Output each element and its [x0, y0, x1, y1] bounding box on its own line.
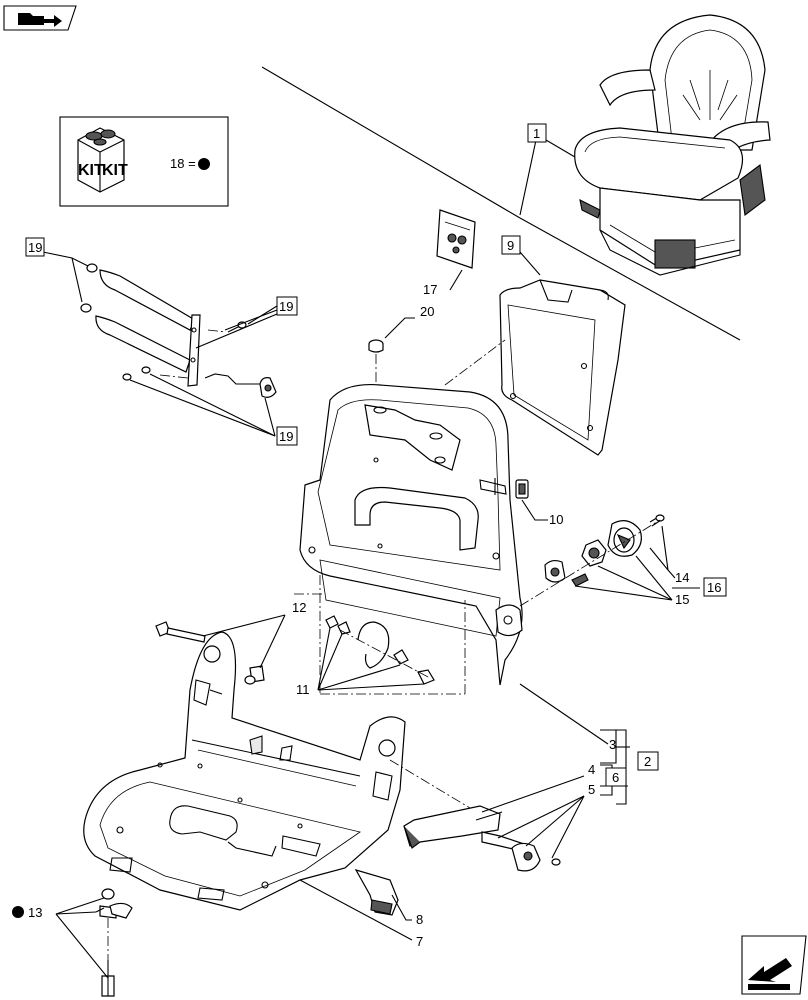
callout-8: 8: [416, 912, 423, 927]
kit-icon: KIT KIT: [77, 127, 128, 193]
callout-20: 20: [420, 304, 434, 319]
bolts-12: [155, 593, 322, 685]
callout-12: 12: [292, 600, 306, 615]
bracket-group: [519, 683, 630, 805]
callout-plain: 17 20 10 14 15 12 11 3 4 5 8 7 13: [28, 282, 700, 949]
seat-assembly: [574, 14, 771, 276]
backrest-frame-3: [299, 383, 523, 686]
callout-19-c: 19: [279, 429, 293, 444]
callout-1: 1: [533, 126, 540, 141]
callout-19-a: 19: [28, 240, 42, 255]
callout-17: 17: [423, 282, 437, 297]
kit-label-right: KIT: [102, 162, 128, 179]
center-line-cover: [444, 339, 506, 386]
callout-boxed: 1 9 19 19 19 16 6 2: [25, 123, 727, 787]
callout-13: 13: [28, 905, 42, 920]
callout-4: 4: [588, 762, 595, 777]
seat-pan-7: [83, 631, 471, 941]
section-line-lower: [519, 217, 741, 341]
hinge-hardware-19: [42, 251, 278, 437]
callout-9: 9: [507, 238, 514, 253]
kit-legend: 18 =: [170, 156, 196, 171]
callout-5: 5: [588, 782, 595, 797]
bracket-8: [354, 869, 412, 921]
section-line-upper: [261, 66, 521, 219]
clip-10: [515, 479, 548, 521]
callout-3: 3: [609, 737, 616, 752]
navigate-arrow-icon[interactable]: [741, 935, 807, 995]
callout-14: 14: [675, 570, 689, 585]
leader-1a: [519, 139, 537, 216]
callout-10: 10: [549, 512, 563, 527]
callout-6: 6: [612, 770, 619, 785]
callout-2: 2: [644, 754, 651, 769]
folder-arrow-icon[interactable]: [3, 5, 77, 31]
filled-dot-icon: [198, 158, 210, 170]
filled-dot-icon: [12, 906, 24, 918]
plug-20: [368, 317, 415, 410]
callout-19-b: 19: [279, 299, 293, 314]
callout-11: 11: [296, 682, 310, 697]
bolt-13: [12, 888, 133, 997]
kit-label-left: KIT: [78, 162, 104, 179]
plate-17: [436, 209, 476, 291]
lever-4-5: [403, 775, 585, 872]
callout-15: 15: [675, 592, 689, 607]
callout-16: 16: [707, 580, 721, 595]
callout-7: 7: [416, 934, 423, 949]
kit-box: KIT KIT 18 =: [59, 116, 229, 207]
knob-assembly-14-15: [519, 514, 676, 607]
back-cover-9: [499, 251, 626, 456]
fasteners-11: [317, 575, 466, 695]
